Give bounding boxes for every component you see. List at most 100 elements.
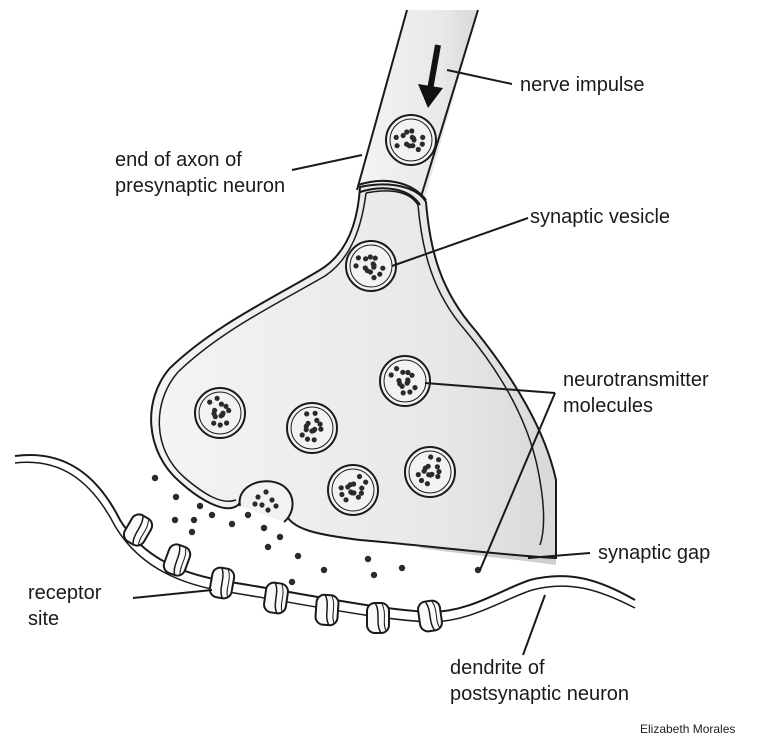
- neurotransmitter-molecule: [359, 486, 364, 491]
- neurotransmitter-molecule: [407, 389, 412, 394]
- neurotransmitter-molecule: [305, 437, 310, 442]
- neurotransmitter-molecule: [363, 480, 368, 485]
- leader-receptor: [133, 590, 212, 598]
- neurotransmitter-molecule: [295, 553, 301, 559]
- label-dendrite-line1: dendrite of: [450, 656, 545, 680]
- neurotransmitter-molecule: [343, 497, 348, 502]
- neurotransmitter-molecule: [357, 474, 362, 479]
- neurotransmitter-molecule: [261, 525, 267, 531]
- neurotransmitter-molecule: [345, 484, 350, 489]
- neurotransmitter-molecule: [191, 517, 197, 523]
- label-axon-line2: presynaptic neuron: [115, 174, 285, 198]
- neurotransmitter-molecule: [189, 529, 195, 535]
- neurotransmitter-molecule: [213, 414, 218, 419]
- neurotransmitter-molecule: [314, 418, 319, 423]
- neurotransmitter-molecule: [365, 556, 371, 562]
- neurotransmitter-molecule: [420, 135, 425, 140]
- vesicle: [195, 388, 245, 438]
- neurotransmitter-molecule: [373, 256, 378, 261]
- neurotransmitter-molecule: [215, 396, 220, 401]
- neurotransmitter-molecule: [172, 517, 178, 523]
- neurotransmitter-molecule: [245, 512, 251, 518]
- neurotransmitter-molecule: [269, 497, 274, 502]
- neurotransmitter-molecule: [405, 370, 410, 375]
- neurotransmitter-molecule: [351, 490, 356, 495]
- neurotransmitter-molecule: [304, 411, 309, 416]
- neurotransmitter-molecule: [395, 143, 400, 148]
- neurotransmitter-molecule: [400, 370, 405, 375]
- label-synaptic-vesicle: synaptic vesicle: [530, 205, 670, 229]
- leader-dendrite: [523, 595, 545, 655]
- neurotransmitter-molecule: [435, 474, 440, 479]
- neurotransmitter-molecule: [265, 544, 271, 550]
- neurotransmitter-molecule: [428, 454, 433, 459]
- neurotransmitter-molecule: [389, 372, 394, 377]
- neurotransmitter-molecule: [394, 366, 399, 371]
- neurotransmitter-molecule: [263, 489, 268, 494]
- neurotransmitter-molecule: [252, 501, 257, 506]
- label-nerve-impulse: nerve impulse: [520, 73, 645, 97]
- label-synaptic-gap: synaptic gap: [598, 541, 710, 565]
- neurotransmitter-molecule: [255, 494, 260, 499]
- neurotransmitter-molecule: [223, 404, 228, 409]
- neurotransmitter-molecule: [304, 427, 309, 432]
- vesicle: [386, 115, 436, 165]
- neurotransmitter-molecule: [422, 469, 427, 474]
- neurotransmitter-molecule: [435, 464, 440, 469]
- vesicle: [328, 465, 378, 515]
- neurotransmitter-molecule: [412, 385, 417, 390]
- receptor-site: [263, 582, 289, 615]
- neurotransmitter-molecule: [273, 503, 278, 508]
- neurotransmitter-molecule: [197, 503, 203, 509]
- label-neurotransmitter-line1: neurotransmitter: [563, 368, 709, 392]
- neurotransmitter-molecule: [173, 494, 179, 500]
- leader-axon: [292, 155, 362, 170]
- neurotransmitter-molecule: [321, 567, 327, 573]
- neurotransmitter-molecule: [416, 472, 421, 477]
- neurotransmitter-molecule: [224, 420, 229, 425]
- neurotransmitter-molecule: [363, 256, 368, 261]
- neurotransmitter-molecule: [312, 437, 317, 442]
- label-axon-line1: end of axon of: [115, 148, 242, 172]
- label-dendrite-line2: postsynaptic neuron: [450, 682, 629, 706]
- receptor-site: [315, 594, 339, 625]
- neurotransmitter-molecule: [313, 411, 318, 416]
- neurotransmitter-molecule: [410, 143, 415, 148]
- neurotransmitter-molecule: [318, 427, 323, 432]
- neurotransmitter-molecule: [259, 502, 264, 507]
- vesicle: [287, 403, 337, 453]
- neurotransmitter-molecule: [265, 507, 270, 512]
- neurotransmitter-molecule: [371, 275, 376, 280]
- label-neurotransmitter-line2: molecules: [563, 394, 653, 418]
- neurotransmitter-molecule: [353, 263, 358, 268]
- neurotransmitter-molecule: [356, 255, 361, 260]
- label-receptor-line1: receptor: [28, 581, 101, 605]
- neurotransmitter-molecule: [152, 475, 158, 481]
- neurotransmitter-molecule: [429, 472, 434, 477]
- neurotransmitter-molecule: [218, 422, 223, 427]
- neurotransmitter-molecule: [377, 272, 382, 277]
- axon-stalk: [360, 10, 478, 198]
- neurotransmitter-molecule: [368, 269, 373, 274]
- neurotransmitter-molecule: [380, 266, 385, 271]
- neurotransmitter-molecule: [300, 432, 305, 437]
- neurotransmitter-molecule: [401, 390, 406, 395]
- neurotransmitter-molecule: [399, 565, 405, 571]
- author-credit: Elizabeth Morales: [640, 722, 735, 736]
- neurotransmitter-molecule: [425, 481, 430, 486]
- neurotransmitter-molecule: [289, 579, 295, 585]
- neurotransmitter-molecule: [209, 512, 215, 518]
- label-receptor-line2: site: [28, 607, 59, 631]
- receptor-site: [367, 603, 389, 633]
- neurotransmitter-molecule: [371, 261, 376, 266]
- neurotransmitter-molecule: [436, 469, 441, 474]
- neurotransmitter-molecule: [394, 135, 399, 140]
- neurotransmitter-molecule: [339, 485, 344, 490]
- neurotransmitter-molecule: [416, 147, 421, 152]
- receptor-site: [121, 512, 155, 549]
- neurotransmitter-molecule: [420, 142, 425, 147]
- neurotransmitter-molecule: [409, 128, 414, 133]
- neurotransmitter-molecule: [436, 457, 441, 462]
- neurotransmitter-molecule: [368, 254, 373, 259]
